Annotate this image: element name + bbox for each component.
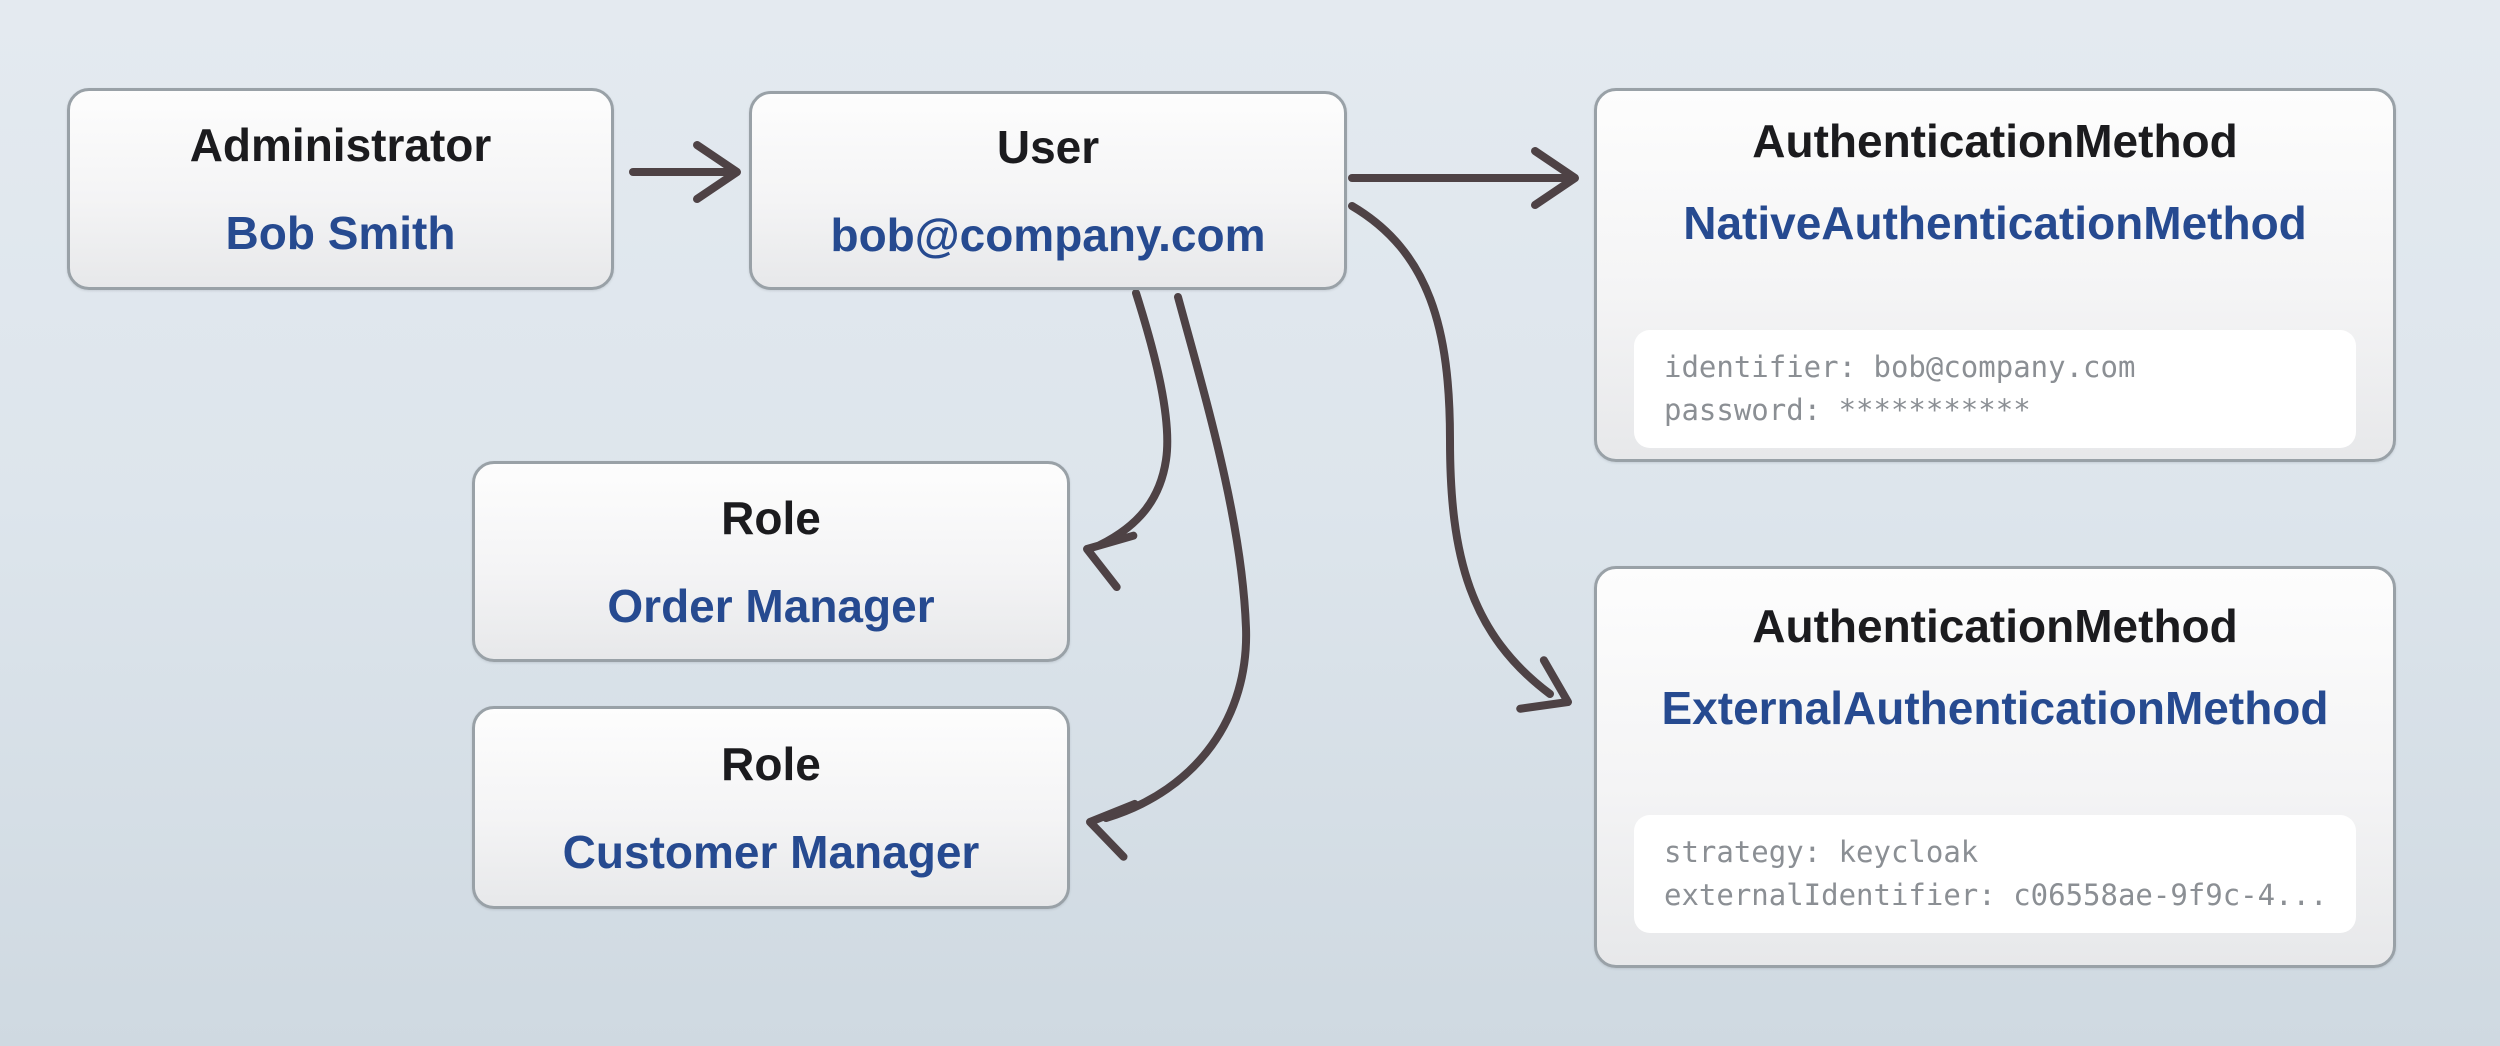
entity-type-label: AuthenticationMethod xyxy=(1752,600,2238,652)
arrowhead xyxy=(1516,656,1572,713)
entity-name-label: Bob Smith xyxy=(225,207,456,259)
node-role-customer-manager: Role Customer Manager xyxy=(472,706,1070,909)
node-user: User bob@company.com xyxy=(749,91,1347,290)
entity-name-label: ExternalAuthenticationMethod xyxy=(1661,682,2329,734)
attribute-line: identifier: bob@company.com xyxy=(1664,350,2136,384)
edge-user-to-role-order-manager xyxy=(1083,289,1172,592)
edge-user-to-external-authentication-method xyxy=(1348,202,1572,713)
attributes-panel: strategy: keycloak externalIdentifier: c… xyxy=(1634,815,2356,933)
entity-name-label: Order Manager xyxy=(607,579,935,632)
entity-type-label: User xyxy=(996,120,1100,173)
node-native-authentication-method: AuthenticationMethod NativeAuthenticatio… xyxy=(1594,88,2396,462)
entity-type-label: Administrator xyxy=(189,119,492,171)
entity-type-label: Role xyxy=(721,737,821,790)
attribute-line: externalIdentifier: c06558ae-9f9c-4... xyxy=(1664,878,2328,912)
attributes-panel: identifier: bob@company.com password: **… xyxy=(1634,330,2356,448)
edge-user-to-role-customer-manager xyxy=(1086,293,1251,861)
entity-name-label: bob@company.com xyxy=(830,208,1266,261)
arrowhead xyxy=(1086,799,1139,861)
arrowhead xyxy=(1083,531,1138,592)
entity-name-label: NativeAuthenticationMethod xyxy=(1683,197,2307,249)
node-role-order-manager: Role Order Manager xyxy=(472,461,1070,662)
arrowhead xyxy=(693,141,741,203)
entity-type-label: AuthenticationMethod xyxy=(1752,115,2238,167)
attribute-line: strategy: keycloak xyxy=(1664,835,1979,869)
attribute-line: password: *********** xyxy=(1664,393,2031,427)
node-administrator: Administrator Bob Smith xyxy=(67,88,614,290)
node-external-authentication-method: AuthenticationMethod ExternalAuthenticat… xyxy=(1594,566,2396,968)
arrowhead xyxy=(1531,147,1579,209)
edge-user-to-native-authentication-method xyxy=(1348,147,1579,209)
entity-type-label: Role xyxy=(721,491,821,544)
edge-administrator-to-user xyxy=(629,141,741,203)
entity-name-label: Customer Manager xyxy=(562,825,980,878)
